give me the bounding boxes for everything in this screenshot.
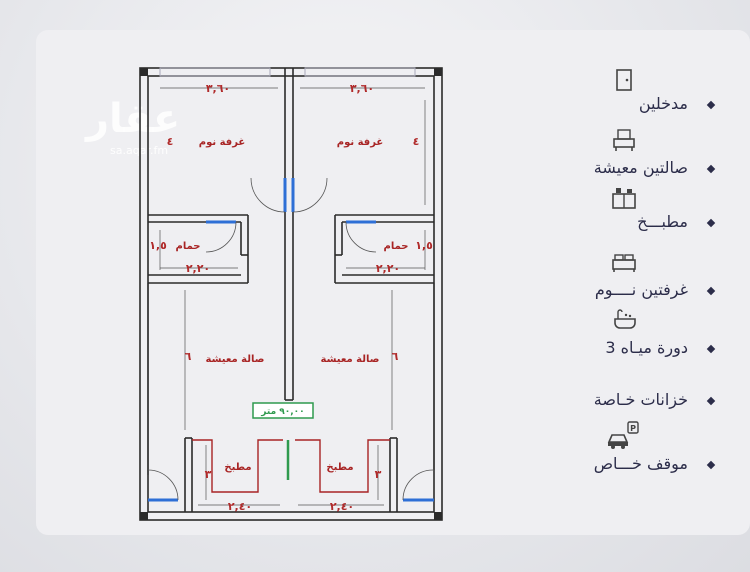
feature-item: 3 دورة ميـاه xyxy=(514,338,716,362)
feature-item: مطبـــخ xyxy=(514,212,716,236)
feature-item: مدخلين xyxy=(514,94,716,118)
feature-label: مدخلين xyxy=(638,94,688,113)
bullet xyxy=(706,460,716,470)
dim-bath-right-width: ٢,٢٠ xyxy=(376,262,400,275)
dim-kitchen-right-width: ٢,٤٠ xyxy=(330,500,354,513)
bullet xyxy=(706,164,716,174)
room-kitchen-left: مطبخ xyxy=(224,462,251,473)
dim-bath-right-depth: ١,٥ xyxy=(415,239,433,252)
dim-bath-left-width: ٢,٢٠ xyxy=(186,262,210,275)
parking-icon: P xyxy=(607,421,639,449)
room-bedroom-right: غرفة نوم xyxy=(337,137,384,148)
room-living-right: صالة معيشة xyxy=(321,354,380,365)
feature-label: مطبـــخ xyxy=(637,212,688,231)
dim-kitchen-right-depth: ٣ xyxy=(375,468,382,481)
feature-item: خزانات خـاصة xyxy=(514,390,716,414)
watermark-logo: عقار xyxy=(86,96,181,142)
dim-top-right: ٣,٦٠ xyxy=(350,82,374,95)
door-icon xyxy=(616,69,632,91)
dim-living-left-depth: ٦ xyxy=(185,350,192,363)
feature-item: غرفتين نــــوم xyxy=(514,280,716,304)
dim-kitchen-left-depth: ٣ xyxy=(205,468,212,481)
feature-label: موقف خـــاص xyxy=(593,454,688,473)
kitchen-icon xyxy=(612,188,636,209)
bullet xyxy=(706,100,716,110)
dim-bath-left-depth: ١,٥ xyxy=(149,239,167,252)
dim-living-right-depth: ٦ xyxy=(392,350,399,363)
living-room-icon xyxy=(613,129,635,151)
area-box xyxy=(252,402,314,419)
room-bath-right: حمام xyxy=(384,241,409,252)
room-kitchen-right: مطبخ xyxy=(326,462,353,473)
room-bath-left: حمام xyxy=(176,241,201,252)
svg-text:P: P xyxy=(630,424,636,433)
feature-label: خزانات خـاصة xyxy=(593,390,688,409)
doors xyxy=(148,178,434,502)
feature-label: صالتين معيشة xyxy=(593,158,688,177)
bullet xyxy=(706,344,716,354)
feature-item: صالتين معيشة xyxy=(514,158,716,182)
bed-icon xyxy=(612,254,636,272)
feature-item: موقف خـــاص xyxy=(514,454,716,478)
bullet xyxy=(706,396,716,406)
dim-top-left: ٣,٦٠ xyxy=(206,82,230,95)
room-living-left: صالة معيشة xyxy=(206,354,265,365)
kitchen-counters xyxy=(192,439,390,493)
area-label: ٩٠,٠٠ متر xyxy=(260,407,304,417)
feature-label: 3 دورة ميـاه xyxy=(605,338,688,357)
dim-bedroom-left-depth: ٤ xyxy=(167,135,174,148)
feature-label: غرفتين نــــوم xyxy=(594,280,688,299)
dim-bedroom-right-depth: ٤ xyxy=(413,135,420,148)
watermark-site: sa.aqar.fm xyxy=(110,144,169,157)
room-bedroom-left: غرفة نوم xyxy=(199,137,246,148)
bullet xyxy=(706,286,716,296)
bullet xyxy=(706,218,716,228)
dim-kitchen-left-width: ٢,٤٠ xyxy=(228,500,252,513)
bathtub-icon xyxy=(614,309,636,329)
